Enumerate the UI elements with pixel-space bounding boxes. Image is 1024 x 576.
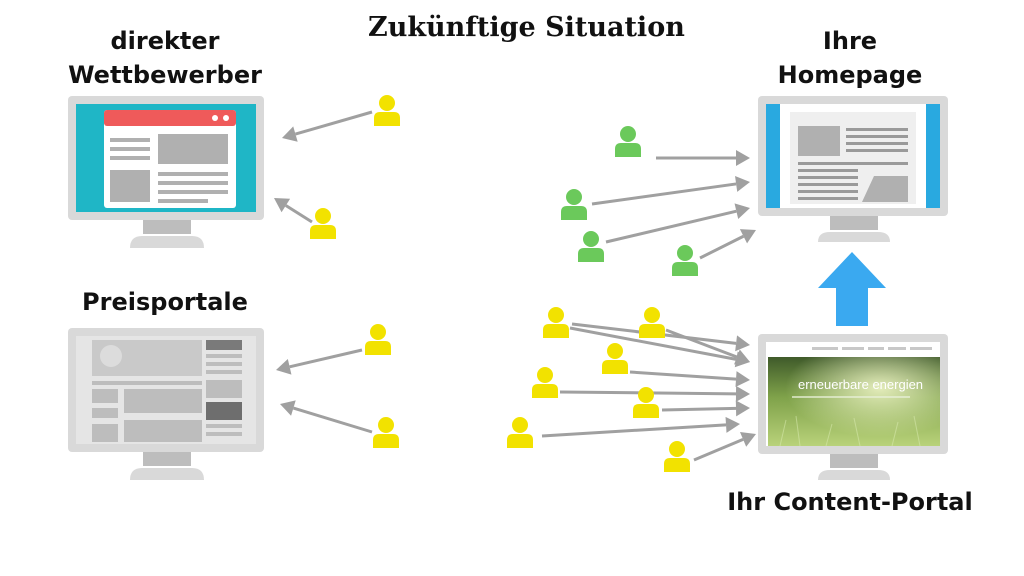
arrow-line xyxy=(699,234,745,260)
content-portal-website-mockup: erneuerbare energien xyxy=(766,342,940,447)
arrow-line xyxy=(661,406,737,412)
competitor-website-mockup xyxy=(104,110,236,208)
arrow-head-icon xyxy=(280,400,296,416)
arrow-line xyxy=(285,204,313,224)
arrow-head-icon xyxy=(734,203,750,220)
arrow-head-icon xyxy=(274,198,291,213)
visitor-icon xyxy=(507,417,533,448)
arrow-line xyxy=(693,438,744,462)
visitor-icon xyxy=(578,231,604,262)
arrow-head-icon xyxy=(735,335,750,352)
homepage-visitors xyxy=(561,126,698,276)
visitor-icon xyxy=(602,343,628,374)
portals-label: Preisportale xyxy=(82,288,248,316)
portals-website-mockup xyxy=(92,340,242,442)
homepage-label-line-1: Ihre xyxy=(822,27,878,55)
visitor-arrows xyxy=(274,110,756,462)
arrow-head-icon xyxy=(725,416,740,433)
content-portal-headline: erneuerbare energien xyxy=(798,377,923,392)
visitor-icon xyxy=(543,307,569,338)
arrow-head-icon xyxy=(735,176,750,192)
visitor-icon xyxy=(664,441,690,472)
homepage-monitor xyxy=(758,96,948,242)
arrow-line xyxy=(569,326,737,361)
arrow-head-icon xyxy=(739,432,756,447)
content-portal-monitor: erneuerbare energien xyxy=(758,334,948,480)
competitor-label: direkter Wettbewerber xyxy=(60,24,270,92)
homepage-label-line-2: Homepage xyxy=(777,61,923,89)
visitor-icon xyxy=(310,208,336,239)
portals-monitor xyxy=(68,328,264,480)
arrow-head-icon xyxy=(276,359,292,375)
visitor-icon xyxy=(374,95,400,126)
arrow-line xyxy=(605,209,737,244)
arrow-head-icon xyxy=(739,229,756,244)
visitor-icon xyxy=(639,307,665,338)
page-title: Zukünftige Situation xyxy=(368,12,685,43)
up-arrow-icon xyxy=(818,252,886,326)
arrow-line xyxy=(665,328,738,359)
arrow-head-icon xyxy=(734,349,750,365)
arrow-head-icon xyxy=(282,126,298,142)
competitor-label-line-2: Wettbewerber xyxy=(68,61,262,89)
portal-visitors xyxy=(365,324,399,448)
visitor-icon xyxy=(615,126,641,157)
visitor-icon xyxy=(561,189,587,220)
competitor-monitor xyxy=(68,96,264,248)
visitor-icon xyxy=(672,245,698,276)
arrow-head-icon xyxy=(735,371,750,388)
arrow-head-icon xyxy=(736,150,750,166)
arrow-line xyxy=(591,182,737,206)
content-portal-visitors xyxy=(507,307,690,472)
visitor-icon xyxy=(365,324,391,355)
arrow-line xyxy=(289,348,363,369)
arrow-line xyxy=(541,423,727,438)
content-portal-label: Ihr Content-Portal xyxy=(727,488,973,516)
homepage-label: Ihre Homepage xyxy=(750,24,950,92)
arrow-line xyxy=(629,370,737,381)
visitor-icon xyxy=(532,367,558,398)
arrow-line xyxy=(295,110,373,136)
arrow-head-icon xyxy=(735,400,750,417)
competitor-label-line-1: direkter xyxy=(110,27,220,55)
homepage-website-mockup xyxy=(790,112,916,204)
visitor-icon xyxy=(373,417,399,448)
arrow-head-icon xyxy=(735,385,750,402)
arrow-line xyxy=(292,406,373,434)
